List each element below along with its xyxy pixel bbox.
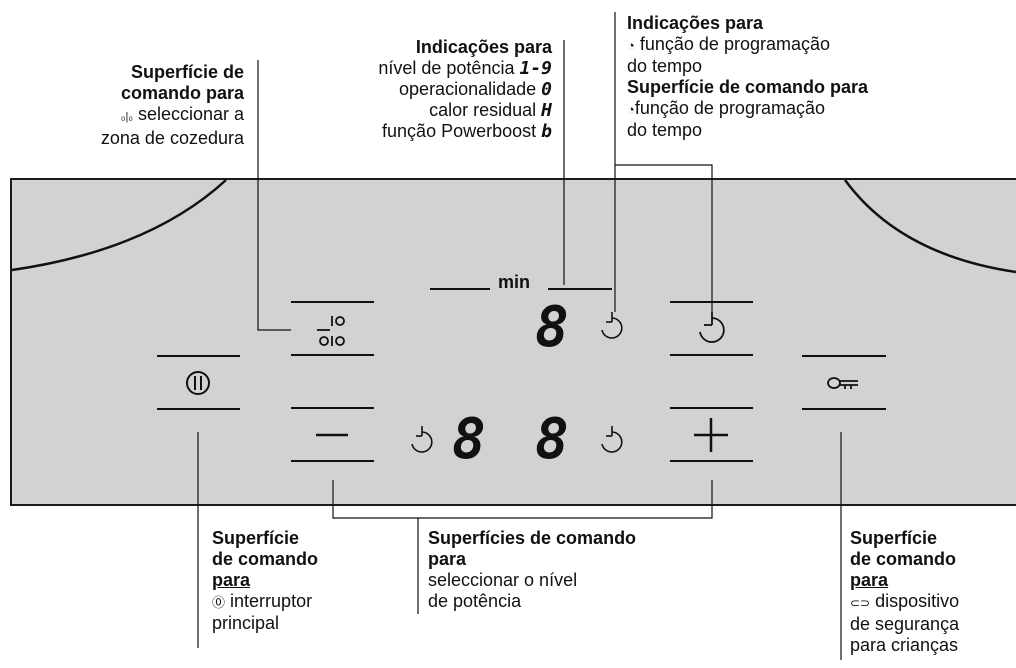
left-cooking-zone-arc	[11, 179, 227, 272]
child-lock-button[interactable]	[802, 358, 886, 408]
right-cooking-zone-arc	[843, 179, 1016, 274]
main-switch-title-3: para	[212, 570, 251, 590]
main-switch-callout: Superfície de comando para ⓪ interruptor…	[212, 528, 372, 634]
timer-title-2: Superfície de comando para	[627, 77, 869, 97]
min-label: min	[498, 272, 531, 292]
zone-select-callout: Superfície de comando para ₀|₀ seleccion…	[40, 62, 244, 149]
plus-icon	[694, 418, 728, 452]
indications-line-3: calor residual	[429, 100, 537, 120]
timer-button[interactable]	[670, 304, 753, 354]
decrease-power-button[interactable]	[291, 410, 374, 460]
power-level-title-1: Superfícies de comando	[428, 528, 637, 548]
indications-title: Indicações para	[415, 37, 552, 57]
timer-title-1: Indicações para	[627, 13, 764, 33]
indications-line-4: função Powerboost	[382, 121, 537, 141]
indications-callout: Indicações para nível de potência 1-9 op…	[300, 37, 552, 142]
timer-button-icon	[699, 312, 725, 343]
power-digit-display-left: 8	[452, 407, 486, 472]
child-lock-small-icon: ⊂⊃	[850, 596, 871, 610]
power-level-title-2: para	[428, 549, 467, 569]
indications-line-1: nível de potência	[378, 58, 515, 78]
zone-select-button[interactable]	[291, 304, 374, 354]
increase-power-button[interactable]	[670, 410, 753, 460]
power-digit-display-right: 8	[535, 407, 569, 472]
indications-line-2: operacionalidade	[399, 79, 537, 99]
ready-symbol: 0	[541, 79, 552, 100]
main-switch-line-1: interruptor	[230, 591, 313, 611]
zone-select-line-3: seleccionar a	[137, 104, 244, 124]
zone-select-icon: ₀|₀	[120, 111, 133, 123]
child-lock-line-1: dispositivo	[875, 591, 960, 611]
timer-callout: Indicações para ◔ função de programação …	[627, 13, 1007, 141]
main-switch-title-2: de comando	[212, 549, 319, 569]
timer-small-icon-1: ◔	[627, 38, 635, 53]
main-switch-button[interactable]	[157, 358, 240, 408]
timer-indicator-icon-top	[601, 312, 623, 339]
power-icon	[186, 371, 210, 395]
child-lock-title-3: para	[850, 570, 889, 590]
zone-select-title-2: comando para	[120, 83, 244, 103]
residual-heat-symbol: H	[541, 100, 552, 121]
child-lock-callout: Superfície de comando para ⊂⊃ dispositiv…	[850, 528, 1010, 656]
timer-indicator-icon-left	[411, 426, 433, 453]
timer-line-1: função de programação	[639, 34, 830, 54]
child-lock-line-2: de segurança	[850, 614, 960, 634]
power-level-line-2: de potência	[428, 591, 522, 611]
power-level-symbol: 1-9	[519, 58, 552, 79]
child-lock-title-1: Superfície	[850, 528, 938, 548]
timer-small-icon-2: ◔	[627, 102, 635, 117]
main-switch-small-icon: ⓪	[212, 595, 226, 610]
zone-select-title-1: Superfície de	[130, 62, 244, 82]
key-icon	[827, 377, 858, 389]
main-switch-line-2: principal	[212, 613, 280, 633]
zone-select-icon	[317, 316, 345, 346]
main-switch-title-1: Superfície	[212, 528, 300, 548]
power-level-callout: Superfícies de comando para seleccionar …	[428, 528, 748, 612]
control-panel	[10, 178, 1016, 506]
timer-indicator-icon-right	[601, 426, 623, 453]
timer-line-2: do tempo	[627, 56, 703, 76]
timer-line-4: do tempo	[627, 120, 703, 140]
child-lock-line-3: para crianças	[850, 635, 959, 655]
timer-line-3: função de programação	[634, 98, 825, 118]
powerboost-symbol: b	[541, 121, 552, 142]
child-lock-title-2: de comando	[850, 549, 957, 569]
power-level-line-1: seleccionar o nível	[428, 570, 578, 590]
zone-select-line-4: zona de cozedura	[100, 128, 244, 148]
timer-digit-display: 8	[535, 295, 569, 360]
